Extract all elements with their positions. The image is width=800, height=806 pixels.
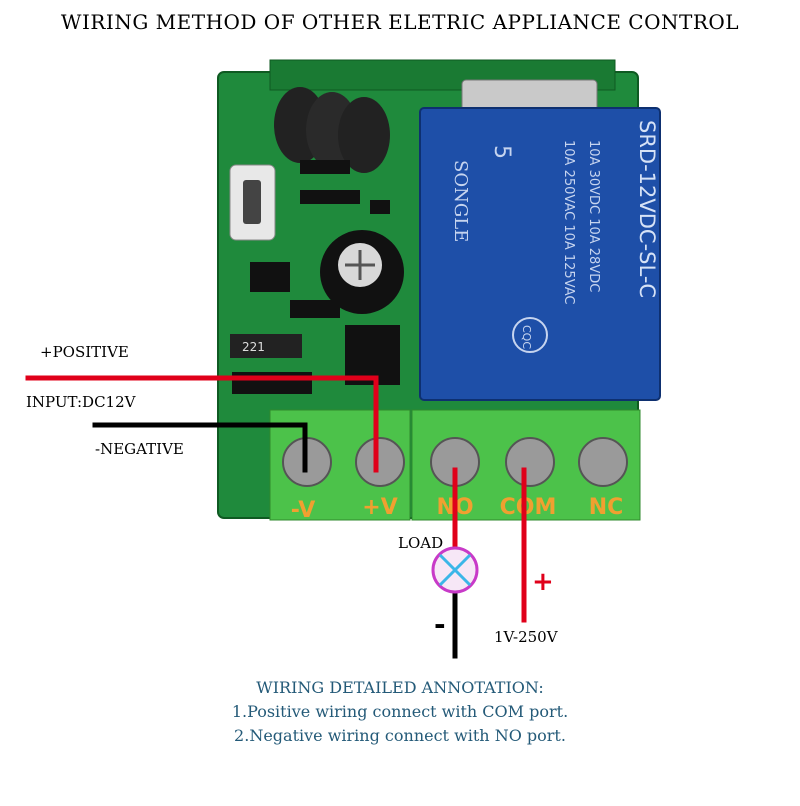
terminal-block: -V +V NO COM NC: [269, 409, 641, 523]
annotation-block: WIRING DETAILED ANNOTATION: 1.Positive w…: [0, 676, 800, 748]
relay-brand: SONGLE: [450, 160, 471, 242]
relay-rating-2: 10A 30VDC 10A 28VDC: [586, 140, 601, 292]
cqc-badge: [512, 317, 548, 353]
load-lamp-icon: [431, 546, 479, 594]
relay-cert: CQC: [520, 325, 533, 349]
component-label: 221: [242, 340, 265, 354]
positive-input-wire: [25, 375, 379, 473]
diagram-title: WIRING METHOD OF OTHER ELETRIC APPLIANCE…: [60, 10, 740, 34]
load-label: LOAD: [398, 534, 444, 552]
relay-pin-number: 5: [489, 145, 514, 159]
com-plus-sign: +: [532, 567, 554, 597]
relay-rating-1: 10A 250VAC 10A 125VAC: [561, 140, 576, 305]
negative-input-wire: [92, 422, 308, 473]
annotation-heading: WIRING DETAILED ANNOTATION:: [256, 678, 544, 697]
terminal-label-nc: NC: [589, 495, 624, 520]
positive-label: +POSITIVE: [40, 343, 129, 361]
negative-label: -NEGATIVE: [95, 440, 184, 458]
terminal-label-com: COM: [500, 495, 557, 520]
antenna-coil: [274, 87, 390, 173]
capacitor: [320, 230, 404, 314]
voltage-label: 1V-250V: [494, 628, 558, 646]
relay-model: SRD-12VDC-SL-C: [635, 120, 659, 298]
annotation-line-1: 1.Positive wiring connect with COM port.: [231, 702, 569, 721]
relay: 5 SONGLE SRD-12VDC-SL-C 10A 250VAC 10A 1…: [419, 107, 661, 401]
annotation-line-2: 2.Negative wiring connect with NO port.: [234, 726, 566, 745]
input-label: INPUT:DC12V: [26, 393, 136, 411]
terminal-label-pos-v: +V: [362, 495, 397, 520]
terminal-label-neg-v: -V: [291, 498, 316, 523]
load-minus-sign: -: [434, 608, 446, 641]
terminal-screws: [282, 437, 628, 487]
